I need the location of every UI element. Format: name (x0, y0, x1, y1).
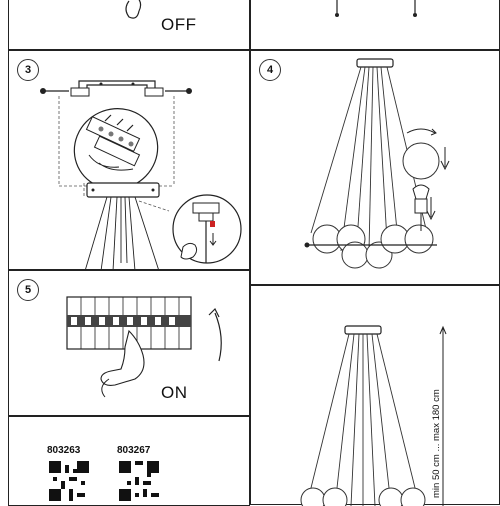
ceiling-bracket-mounting-illustration (40, 80, 242, 272)
product-code-1: 803263 (47, 445, 81, 456)
panel-step-5: 5 ON (8, 270, 250, 416)
step-4-number: 4 (259, 59, 281, 81)
panel-step-3: 3 (8, 50, 250, 272)
panel-step-2-off: OFF (8, 0, 250, 50)
panel-step-4: 4 (250, 50, 500, 285)
on-label: ON (161, 383, 188, 402)
hanging-wires-illustration (335, 0, 417, 17)
panel-step-2-right (250, 0, 500, 50)
off-label: OFF (161, 15, 197, 34)
switch-hand-illustration (125, 0, 142, 19)
panel-product-codes: 803263 803267 (8, 416, 250, 506)
bulb-installation-illustration (304, 58, 450, 269)
qr-code-icon (49, 461, 89, 501)
height-range-label: min 50 cm ... max 180 cm (431, 389, 442, 498)
circuit-breaker-illustration (66, 296, 222, 398)
step-5-number: 5 (17, 279, 39, 301)
step-3-number: 3 (17, 59, 39, 81)
pendant-height-illustration (300, 325, 447, 506)
product-code-2: 803267 (117, 445, 151, 456)
qr-code-icon (119, 461, 159, 501)
panel-height-adjustment: min 50 cm ... max 180 cm (250, 285, 500, 506)
